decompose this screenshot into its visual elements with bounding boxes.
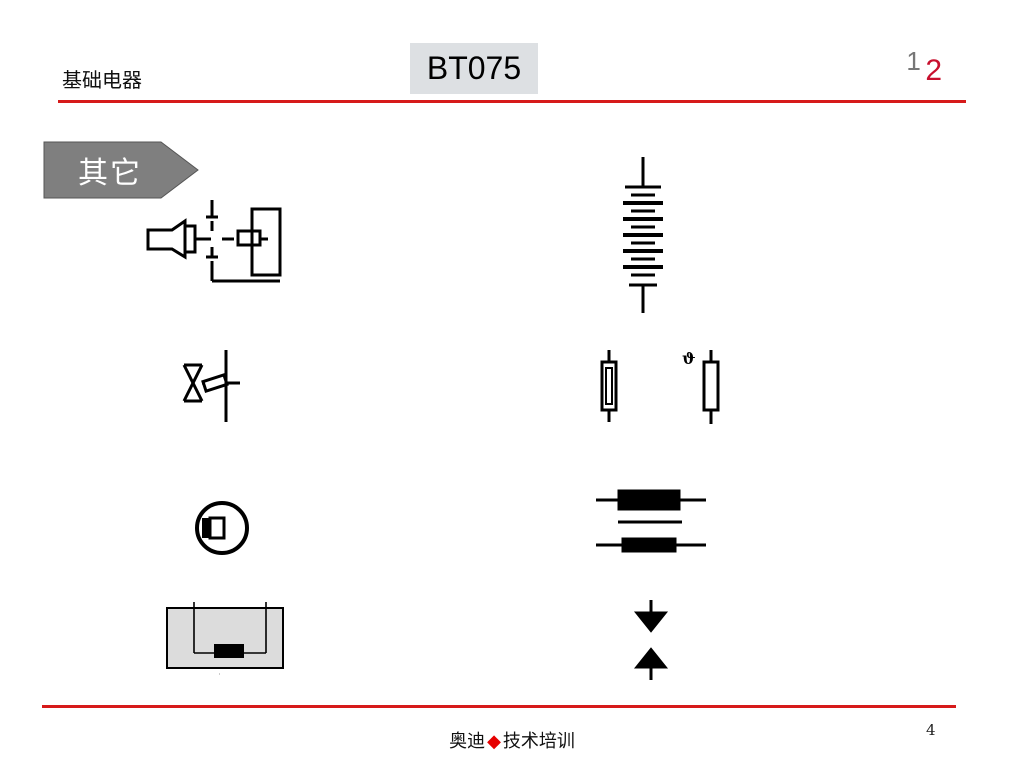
footer-brand-name: 奥迪 bbox=[449, 731, 486, 752]
tag-label: 其它 bbox=[78, 156, 142, 191]
horn-relay-symbol-icon bbox=[146, 200, 282, 283]
thermistor-symbol-icon: ϑ bbox=[682, 349, 720, 424]
paired-resistors-symbol-icon bbox=[596, 489, 706, 553]
diamond-icon: ◆ bbox=[487, 731, 501, 752]
footer-divider bbox=[42, 705, 956, 708]
section-title: 基础电器 bbox=[62, 68, 142, 92]
footer-brand: 奥迪◆技术培训 bbox=[0, 727, 1024, 753]
slide-number: 4 bbox=[926, 721, 936, 739]
valve-actuator-symbol-icon bbox=[182, 350, 240, 422]
spark-gap-symbol-icon bbox=[633, 600, 669, 680]
footer-course: 技术培训 bbox=[502, 731, 575, 752]
tag-arrow-shape bbox=[43, 141, 199, 199]
page-total: 2 bbox=[925, 54, 942, 87]
code-badge: BT075 bbox=[410, 43, 538, 94]
page-current: 1 bbox=[906, 46, 921, 76]
heating-element-symbol-icon bbox=[166, 602, 284, 675]
header-divider bbox=[58, 100, 966, 103]
svg-text:ϑ: ϑ bbox=[682, 349, 696, 368]
battery-stack-symbol-icon bbox=[623, 157, 663, 313]
resistor-symbol-icon bbox=[600, 350, 618, 422]
indicator-lamp-symbol-icon bbox=[195, 501, 249, 555]
page-counter: 1 2 bbox=[906, 46, 942, 87]
